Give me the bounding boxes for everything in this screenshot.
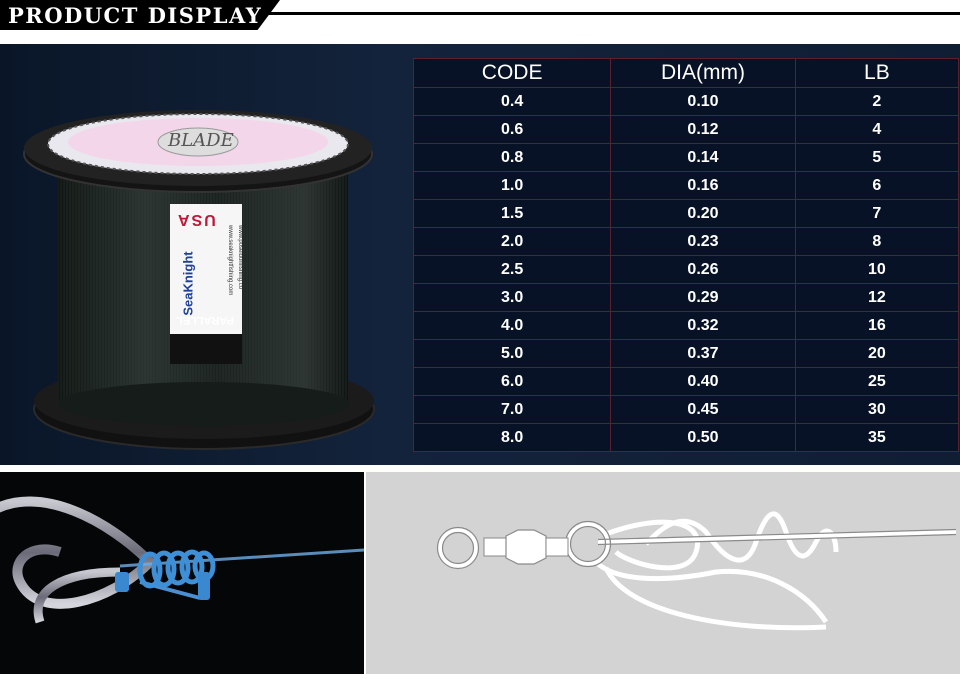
cell-lb: 8 [794,227,960,256]
cell-lb: 30 [794,395,960,424]
col-header-code: CODE [412,58,612,88]
header-bar: PRODUCT DISPLAY [0,0,280,30]
col-header-diameter: DIA(mm) [610,58,796,88]
table-header-row: CODE DIA(mm) LB [412,58,960,88]
cell-diameter: 0.29 [610,283,796,312]
spool-label: USA SeaKnight www.seaknightfishing.com w… [170,204,243,364]
cell-lb: 7 [794,199,960,228]
col-header-lb: LB [794,58,960,88]
cell-lb: 20 [794,339,960,368]
cell-lb: 35 [794,423,960,452]
cell-code: 5.0 [412,339,612,368]
cell-code: 2.0 [412,227,612,256]
cell-code: 0.6 [412,115,612,144]
label-brand: SeaKnight [180,251,196,316]
line-spool-image: BLADE [23,110,375,450]
cell-diameter: 0.14 [610,143,796,172]
cell-diameter: 0.12 [610,115,796,144]
cell-diameter: 0.26 [610,255,796,284]
cell-code: 3.0 [412,283,612,312]
cell-lb: 12 [794,283,960,312]
cell-code: 2.5 [412,255,612,284]
knot-photo [0,472,364,674]
cell-diameter: 0.10 [610,87,796,116]
cell-code: 0.8 [412,143,612,172]
cell-diameter: 0.23 [610,227,796,256]
cell-lb: 4 [794,115,960,144]
cell-lb: 25 [794,367,960,396]
cell-diameter: 0.32 [610,311,796,340]
svg-text:BLADE: BLADE [167,130,234,151]
cell-lb: 16 [794,311,960,340]
knot-photo-art [0,472,364,674]
label-country: USA [176,211,216,228]
cell-diameter: 0.16 [610,171,796,200]
knot-diagram [366,472,960,674]
cell-diameter: 0.37 [610,339,796,368]
section-title: PRODUCT DISPLAY [8,3,263,28]
section-header: PRODUCT DISPLAY [0,0,960,34]
cell-code: 7.0 [412,395,612,424]
cell-code: 8.0 [412,423,612,452]
cell-code: 6.0 [412,367,612,396]
label-web-1: www.seaknightfishing.com [227,225,233,296]
cell-lb: 6 [794,171,960,200]
section-divider [0,465,960,472]
knot-diagram-art [366,472,960,674]
cell-code: 4.0 [412,311,612,340]
header-rule [258,12,960,15]
cell-diameter: 0.20 [610,199,796,228]
label-band: PARALLEL [176,314,234,326]
cell-lb: 10 [794,255,960,284]
cell-diameter: 0.50 [610,423,796,452]
cell-code: 0.4 [412,87,612,116]
label-web-2: www.poseidonfishing.co [237,225,243,290]
cell-code: 1.5 [412,199,612,228]
cell-diameter: 0.40 [610,367,796,396]
cell-lb: 2 [794,87,960,116]
cell-lb: 5 [794,143,960,172]
cell-code: 1.0 [412,171,612,200]
cell-diameter: 0.45 [610,395,796,424]
